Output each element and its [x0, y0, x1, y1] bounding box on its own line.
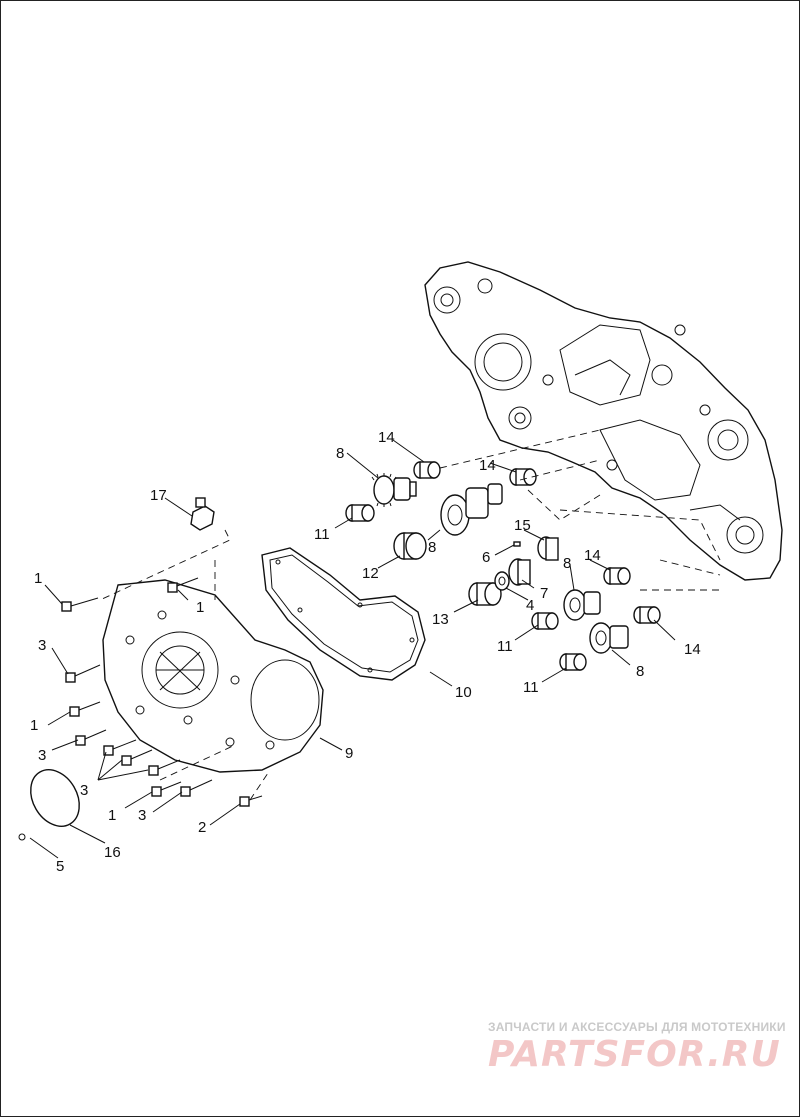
watermark-logo: PARTSFOR.RU [488, 1034, 781, 1075]
callout-8: 8 [636, 663, 644, 680]
callout-3: 3 [38, 747, 46, 764]
cover-bolts [61, 577, 263, 807]
callout-1: 1 [34, 570, 42, 587]
callout-3: 3 [80, 782, 88, 799]
bushings [345, 461, 661, 671]
callout-1: 1 [30, 717, 38, 734]
callout-labels: 1 1 1 1 2 3 3 3 3 4 5 6 7 8 8 8 8 9 10 1… [30, 429, 701, 875]
callout-4: 4 [526, 597, 534, 614]
cam-cover [102, 579, 324, 773]
callout-11: 11 [497, 638, 513, 655]
callout-8: 8 [563, 555, 571, 572]
callout-16: 16 [104, 844, 121, 861]
timer-plug [30, 769, 80, 827]
callout-13: 13 [432, 611, 449, 628]
callout-6: 6 [482, 549, 490, 566]
assembly-lines [99, 429, 721, 801]
cam-gear-upper-left [371, 473, 417, 507]
callout-1: 1 [196, 599, 204, 616]
callout-14: 14 [479, 457, 496, 474]
callout-3: 3 [38, 637, 46, 654]
screw-5 [18, 833, 26, 841]
callout-5: 5 [56, 858, 64, 875]
leader-lines [29, 439, 676, 859]
callout-14: 14 [584, 547, 601, 564]
callout-10: 10 [455, 684, 472, 701]
callout-1: 1 [108, 807, 116, 824]
callout-7: 7 [540, 585, 548, 602]
cam-gear-right-lower [589, 622, 629, 654]
watermark-tagline: ЗАПЧАСТИ И АКСЕССУАРЫ ДЛЯ МОТОТЕХНИКИ [488, 1020, 786, 1034]
callout-8: 8 [336, 445, 344, 462]
callout-15: 15 [514, 517, 531, 534]
callout-12: 12 [362, 565, 379, 582]
callout-2: 2 [198, 819, 206, 836]
callout-8: 8 [428, 539, 436, 556]
callout-17: 17 [150, 487, 167, 504]
callout-3: 3 [138, 807, 146, 824]
callout-14: 14 [684, 641, 701, 658]
callout-9: 9 [345, 745, 353, 762]
cam-gear-center [440, 483, 503, 536]
callout-14: 14 [378, 429, 395, 446]
crankcase [424, 261, 783, 581]
callout-11: 11 [523, 679, 539, 696]
cam-gear-right-upper [563, 589, 601, 621]
breather-fitting [190, 497, 215, 531]
callout-11: 11 [314, 526, 330, 543]
cover-gasket [261, 547, 426, 681]
